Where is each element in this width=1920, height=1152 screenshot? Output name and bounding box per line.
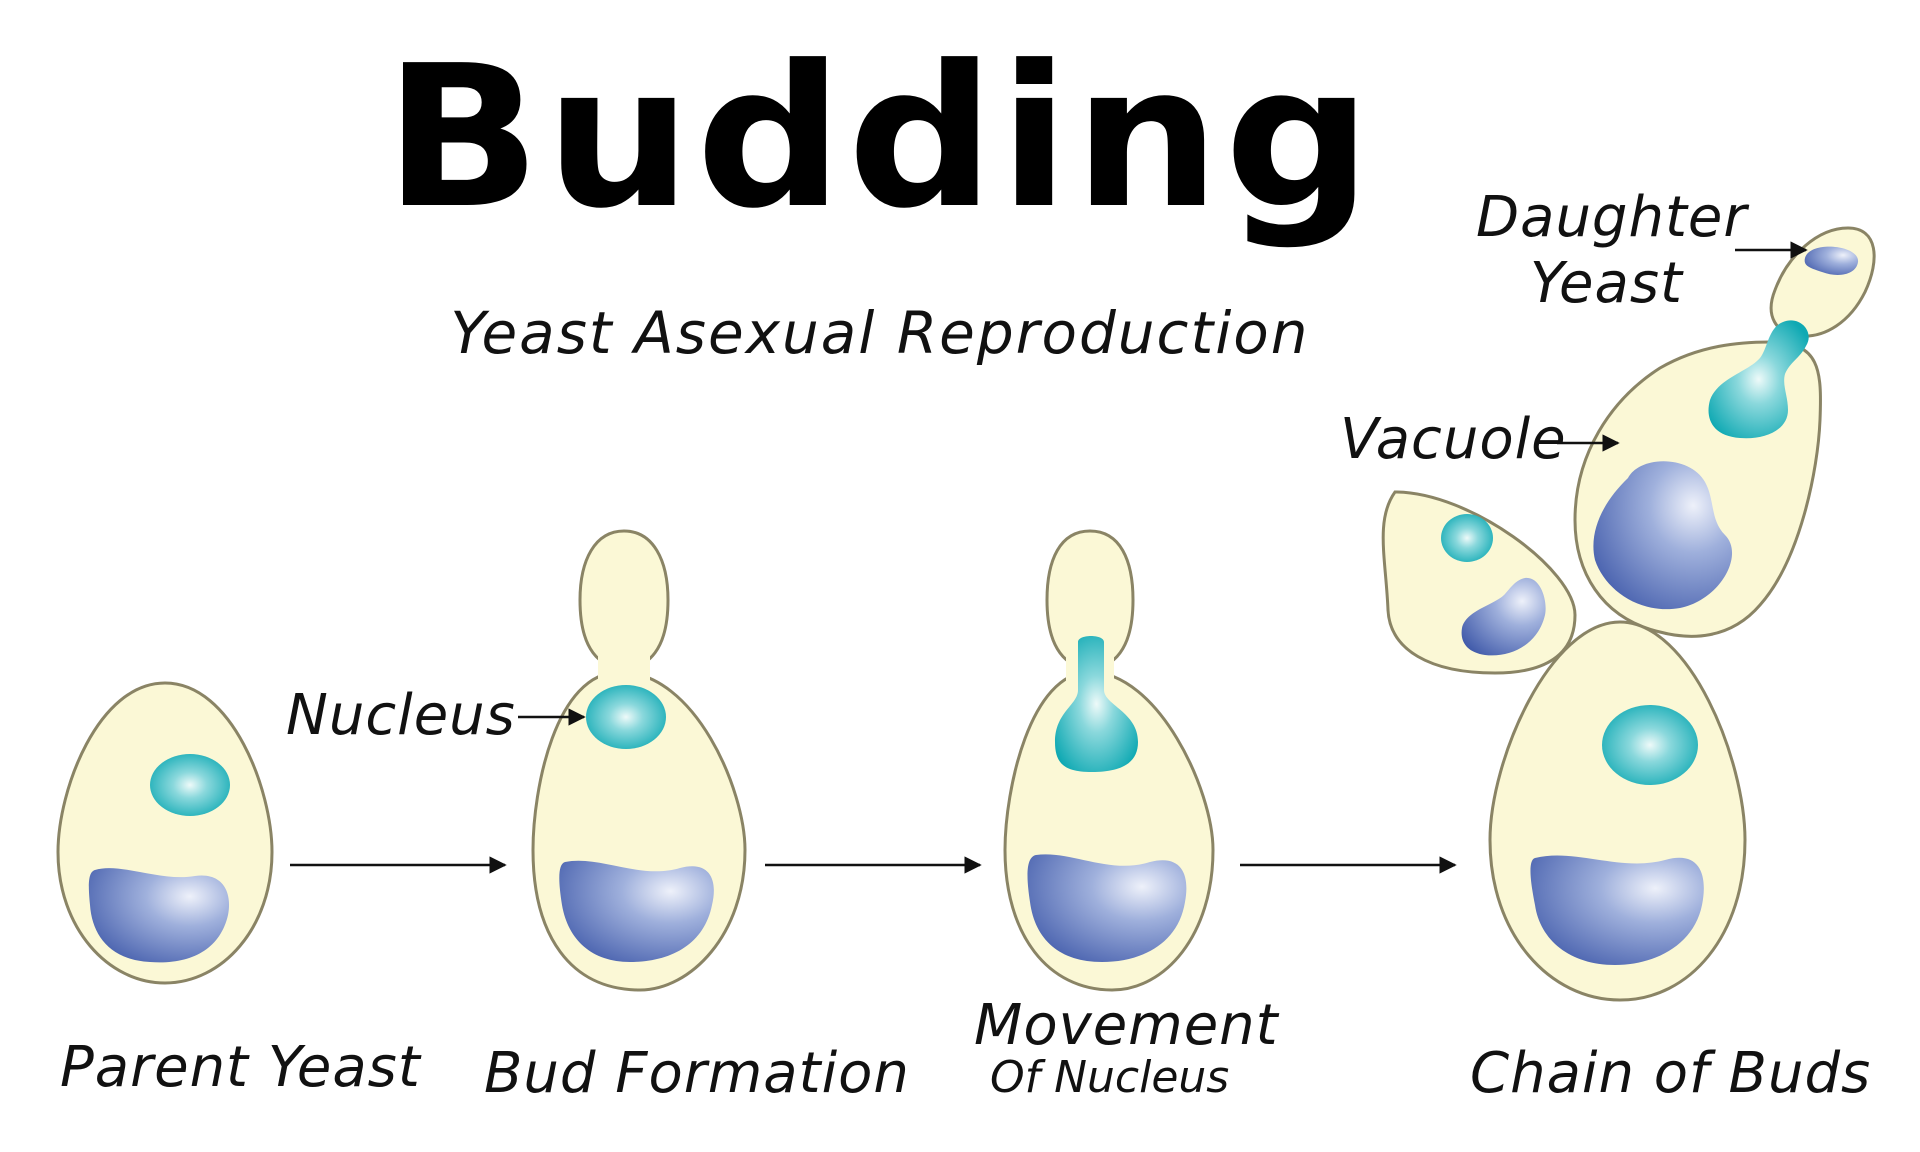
parent-yeast-cell [56, 681, 274, 985]
vacuole [1027, 854, 1187, 962]
bud-formation-cell [531, 529, 747, 992]
daughter-yeast-label-line1: Daughter [1476, 185, 1748, 250]
top-daughter-cell [1769, 226, 1876, 338]
chain-of-buds-group [1381, 226, 1876, 1002]
stage-movement-label-line1: Movement [974, 993, 1279, 1058]
vacuole [1461, 577, 1546, 656]
nucleus [1441, 514, 1493, 562]
side-bud-cell [1381, 490, 1577, 675]
stage-chain-of-buds-label: Chain of Buds [1470, 1041, 1872, 1106]
bud [578, 529, 670, 670]
vacuole [559, 860, 714, 962]
subtitle: Yeast Asexual Reproduction [450, 299, 1310, 367]
stage-bud-formation-label: Bud Formation [484, 1041, 910, 1106]
stage-parent-yeast-label: Parent Yeast [60, 1035, 421, 1100]
nucleus [1055, 636, 1138, 772]
nucleus [1708, 320, 1809, 439]
upper-parent-cell [1573, 320, 1822, 638]
nucleus-label: Nucleus [286, 683, 516, 748]
lower-parent-cell [1488, 620, 1747, 1002]
cell-membrane [1769, 226, 1876, 338]
vacuole [1804, 246, 1859, 275]
vacuole [88, 868, 230, 963]
nucleus [1602, 705, 1698, 785]
vacuole-label: Vacuole [1340, 407, 1567, 472]
movement-of-nucleus-cell [1003, 529, 1215, 992]
vacuole [1593, 461, 1733, 610]
nucleus [586, 685, 666, 749]
stage-movement-label-line2: Of Nucleus [990, 1052, 1230, 1103]
page-title: Budding [384, 24, 1376, 252]
vacuole [1530, 855, 1704, 965]
bud [1045, 529, 1135, 670]
daughter-yeast-label-line2: Yeast [1530, 251, 1683, 316]
nucleus [150, 754, 230, 816]
bud-neck [598, 650, 650, 690]
